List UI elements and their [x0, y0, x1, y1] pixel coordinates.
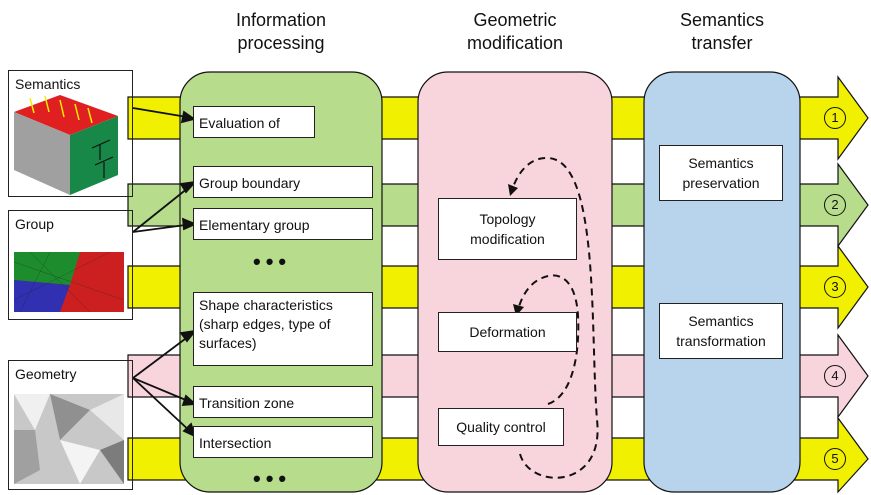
processing-more-dots-bottom: ••• — [253, 466, 292, 491]
output-3: 3 — [824, 276, 846, 298]
arrow-geometry-to-shape — [132, 332, 194, 379]
processing-transition-zone: Transition zone — [193, 386, 373, 418]
source-geometry-label: Geometry — [15, 366, 77, 382]
loop-quality-to-topology — [511, 156, 599, 479]
output-2: 2 — [824, 194, 846, 216]
header-information-processing: Information processing — [235, 10, 327, 53]
source-group-label: Group — [15, 216, 54, 232]
geometry-thumbnail — [14, 394, 124, 484]
processing-intersection: Intersection — [193, 426, 373, 458]
processing-more-dots: ••• — [253, 249, 292, 274]
output-5: 5 — [824, 448, 846, 470]
semantics-transfer-panel — [643, 71, 801, 493]
source-geometry-box: Geometry — [8, 360, 133, 490]
arrow-geometry-to-intersection — [132, 377, 194, 435]
geometric-topology-modification: Topology modification — [438, 198, 577, 260]
header-semantics-transfer: Semantics transfer — [679, 10, 765, 53]
header-geometric-modification: Geometric modification — [466, 10, 564, 53]
arrow-group-to-boundary — [132, 183, 194, 233]
output-1: 1 — [824, 107, 846, 129]
processing-elementary-group: Elementary group — [193, 208, 373, 240]
output-4: 4 — [824, 365, 846, 387]
processing-evaluation: Evaluation of — [193, 106, 315, 138]
semantics-transformation: Semantics transformation — [659, 303, 783, 359]
processing-group-boundary: Group boundary — [193, 166, 373, 198]
source-semantics-label: Semantics — [15, 76, 81, 92]
source-semantics-box: Semantics — [8, 70, 133, 197]
geometric-quality-control: Quality control — [438, 408, 564, 446]
source-group-box: Group — [8, 210, 133, 320]
geometric-modification-panel — [417, 71, 613, 493]
geometric-deformation: Deformation — [438, 312, 577, 352]
group-thumbnail — [13, 251, 125, 313]
arrow-geometry-to-transition — [132, 377, 194, 404]
loop-quality-to-deformation — [517, 274, 580, 405]
semantics-thumbnail — [14, 95, 118, 195]
processing-shape-characteristics: Shape characteristics (sharp edges, type… — [193, 292, 373, 366]
semantics-preservation: Semantics preservation — [659, 145, 783, 201]
